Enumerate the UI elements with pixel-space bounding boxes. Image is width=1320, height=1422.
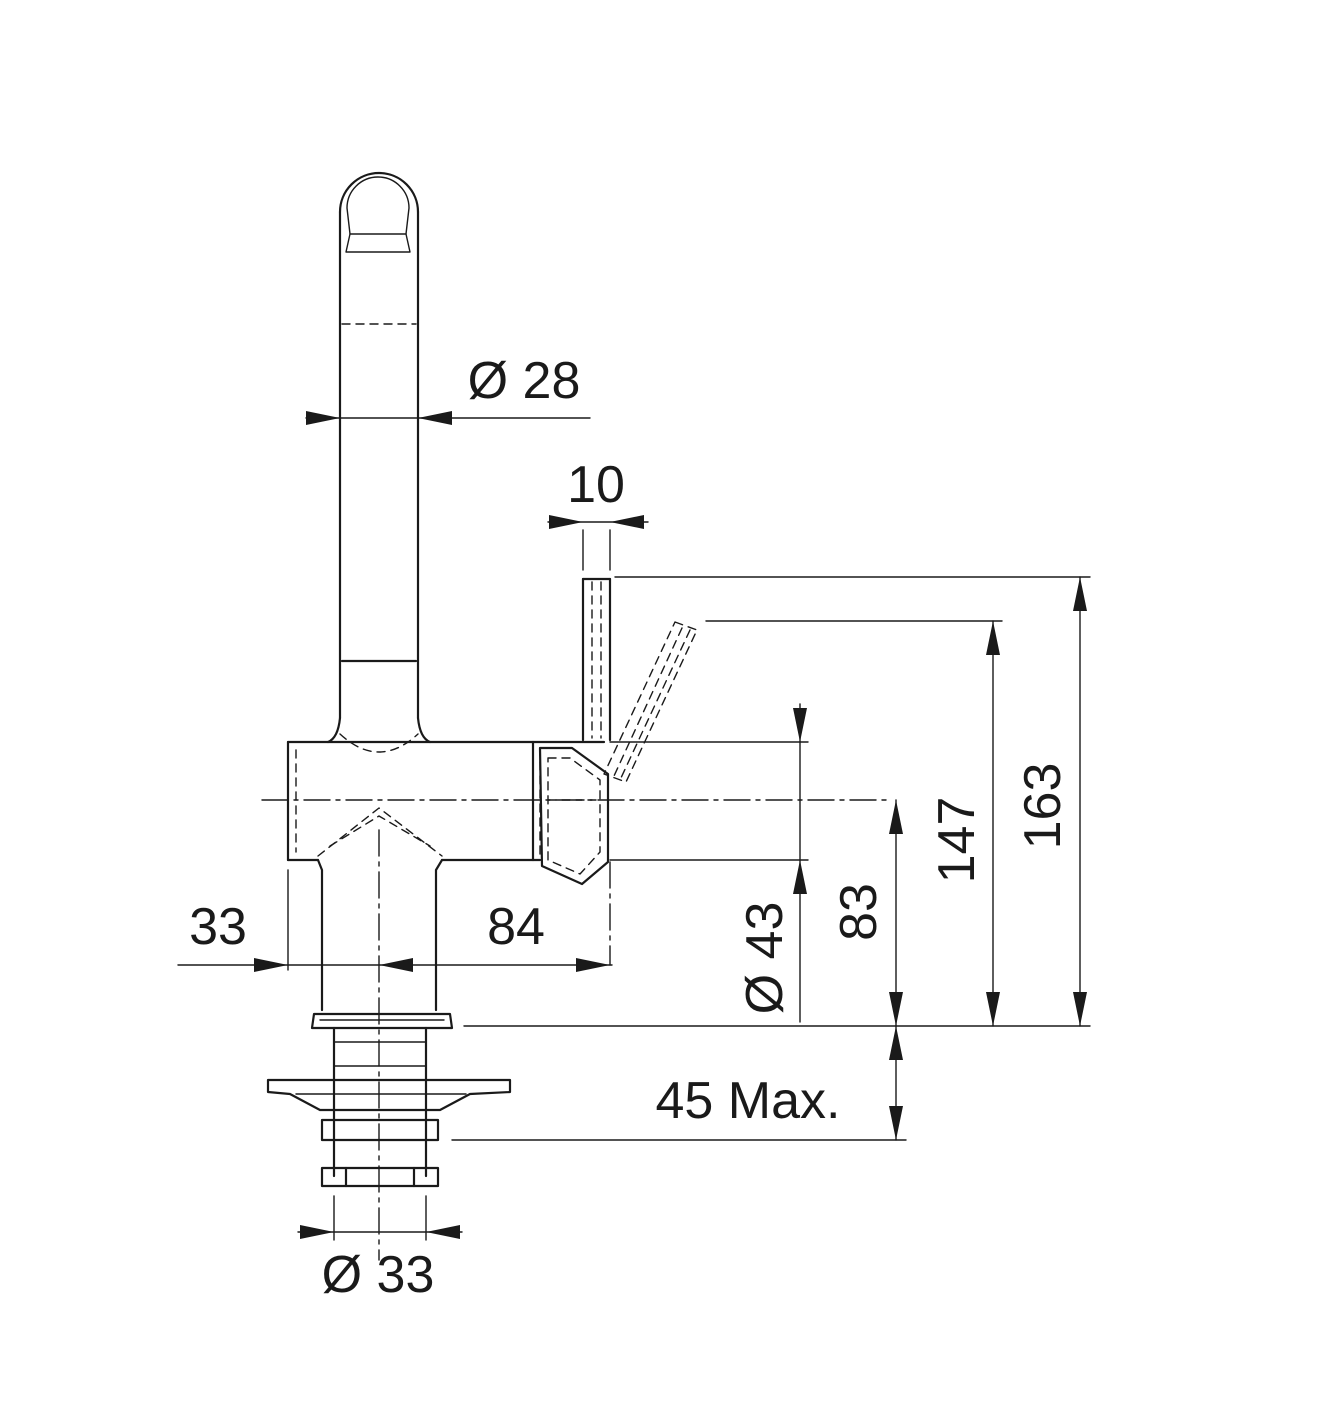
lever-housing [538, 746, 610, 886]
dim-lever-height-total: 163 [1014, 763, 1072, 850]
dim-shank-diameter: Ø 33 [322, 1246, 435, 1304]
dim-spout-diameter: Ø 28 [468, 352, 581, 410]
dim-base-to-lever: 84 [487, 898, 545, 956]
spout-head [338, 171, 420, 253]
dim-base-offset-left: 33 [189, 898, 247, 956]
faucet-outline [266, 171, 698, 1188]
dim-lever-height-tilted: 147 [928, 797, 986, 884]
dim-body-diameter: Ø 43 [736, 902, 794, 1015]
dimension-lines [177, 411, 1087, 1239]
dim-body-height: 83 [830, 883, 888, 941]
centerlines [261, 799, 889, 1261]
dim-mount-thickness: 45 Max. [656, 1072, 841, 1130]
spout-tube [326, 210, 432, 753]
dim-lever-width: 10 [567, 456, 625, 514]
threaded-shank [266, 1026, 512, 1188]
mounting-flange [310, 1012, 454, 1030]
lever-tilted [603, 621, 698, 783]
faucet-body [286, 740, 606, 862]
extension-lines [287, 529, 1091, 1241]
base-neck [316, 858, 444, 1012]
dimension-labels: Ø 28 10 33 84 Ø 43 83 147 163 45 Max. Ø … [189, 352, 1072, 1304]
lever-vertical [581, 577, 612, 742]
